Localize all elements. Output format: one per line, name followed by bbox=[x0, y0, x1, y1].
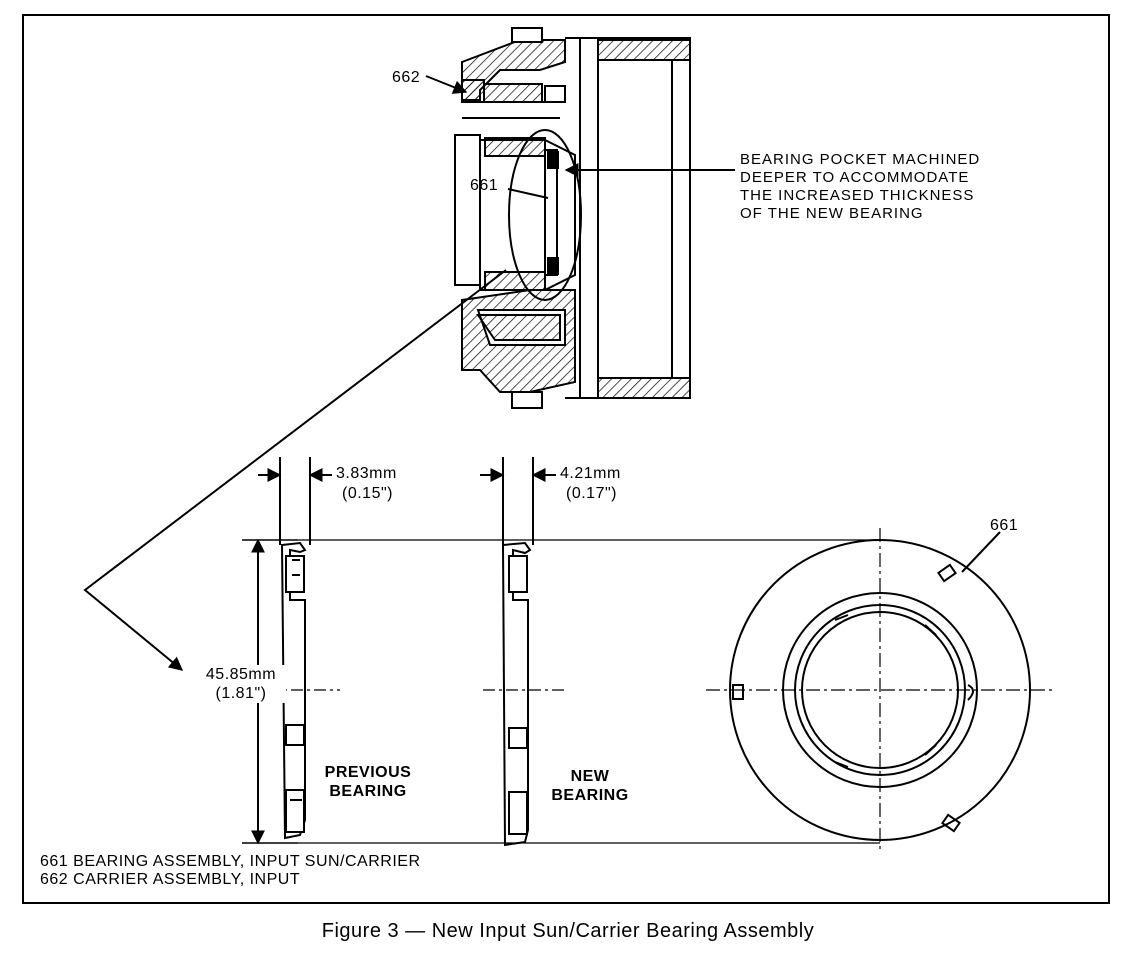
carrier-cross-section bbox=[454, 27, 691, 409]
label-661-section: 661 bbox=[470, 177, 499, 194]
callout-line: DEEPER TO ACCOMMODATE bbox=[740, 169, 970, 186]
figure-frame bbox=[22, 14, 1110, 904]
parts-legend: 661 BEARING ASSEMBLY, INPUT SUN/CARRIER … bbox=[40, 853, 421, 889]
detail-leader bbox=[83, 269, 507, 671]
callout-line: OF THE NEW BEARING bbox=[740, 205, 924, 222]
previous-thickness-mm: 3.83mm bbox=[336, 465, 397, 482]
leader-662 bbox=[425, 75, 468, 94]
callout-line: BEARING POCKET MACHINED bbox=[740, 151, 981, 168]
new-thickness-mm: 4.21mm bbox=[560, 465, 621, 482]
figure-caption: Figure 3 — New Input Sun/Carrier Bearing… bbox=[321, 920, 815, 942]
previous-thickness-in: (0.15") bbox=[342, 485, 393, 502]
leader-661-face bbox=[961, 531, 1001, 573]
previous-bearing-title-2: BEARING bbox=[329, 783, 407, 800]
callout-line: THE INCREASED THICKNESS bbox=[740, 187, 975, 204]
new-bearing-title-1: NEW bbox=[570, 768, 610, 785]
legend-item: 662 CARRIER ASSEMBLY, INPUT bbox=[40, 871, 301, 888]
new-thickness-in: (0.17") bbox=[566, 485, 617, 502]
previous-bearing-profile bbox=[279, 457, 311, 840]
previous-bearing-title-1: PREVIOUS bbox=[324, 764, 412, 781]
new-bearing-title-2: BEARING bbox=[551, 787, 629, 804]
new-bearing-profile bbox=[501, 457, 534, 847]
legend-item: 661 BEARING ASSEMBLY, INPUT SUN/CARRIER bbox=[40, 853, 421, 870]
label-662: 662 bbox=[392, 69, 421, 86]
label-661-face: 661 bbox=[990, 517, 1019, 534]
diameter-in: (1.81") bbox=[196, 684, 286, 703]
leader-661-section bbox=[507, 188, 549, 199]
pocket-callout: BEARING POCKET MACHINED DEEPER TO ACCOMM… bbox=[740, 151, 980, 223]
diameter-mm: 45.85mm bbox=[196, 665, 286, 684]
